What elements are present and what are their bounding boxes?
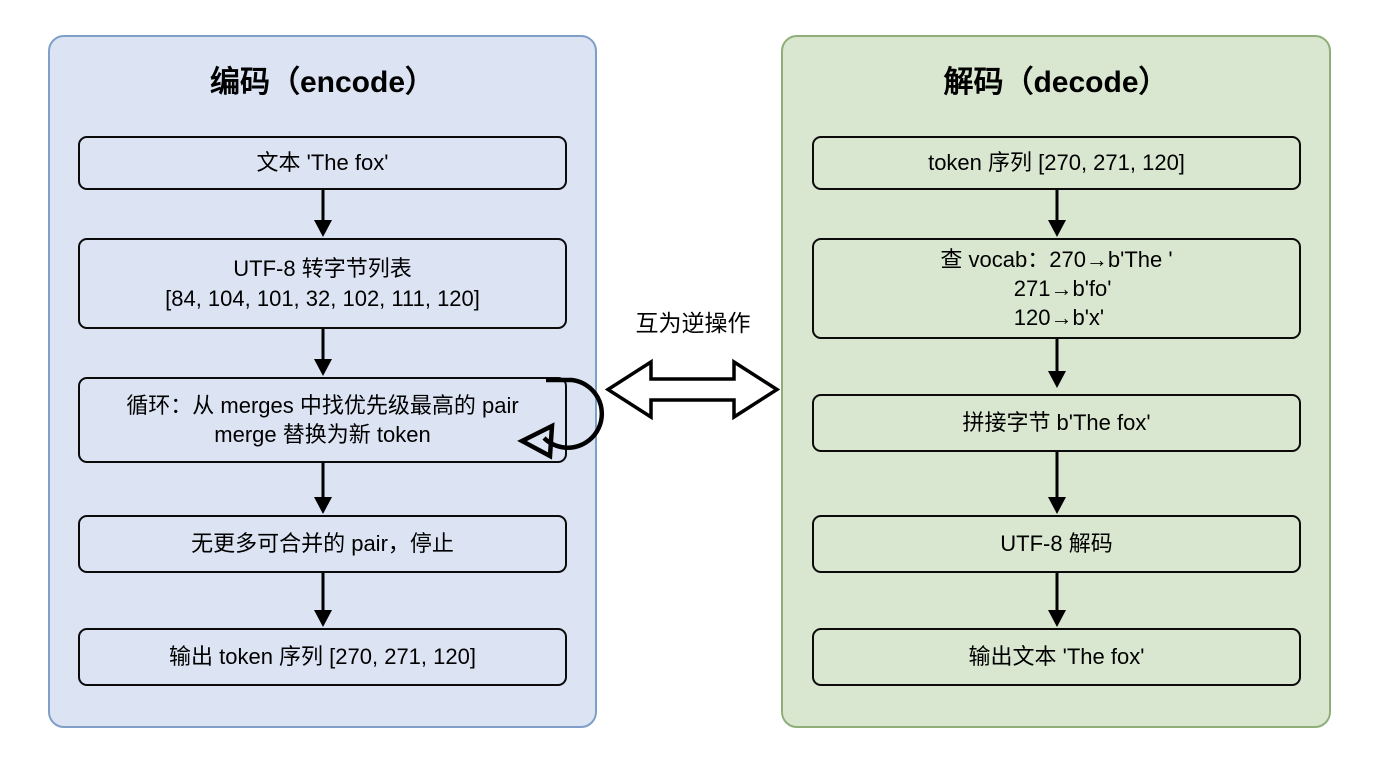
decode-panel-title: 解码（decode） — [943, 66, 1169, 99]
decode-node-utf8-decode: UTF-8 解码 — [812, 515, 1301, 573]
encode-node-output-tokens: 输出 token 序列 [270, 271, 120] — [78, 628, 567, 686]
decode-node-5-label: 输出文本 'The fox' — [968, 644, 1145, 670]
decode-arrow-3 — [1048, 452, 1066, 514]
encode-node-stop: 无更多可合并的 pair，停止 — [78, 515, 567, 573]
encode-arrow-4 — [314, 573, 332, 627]
decode-node-3-label: 拼接字节 b'The fox' — [962, 410, 1151, 436]
encode-arrow-1 — [314, 190, 332, 237]
encode-node-text-input: 文本 'The fox' — [78, 136, 567, 190]
encode-node-3-label: 循环：从 merges 中找优先级最高的 pair merge 替换为新 tok… — [126, 392, 519, 447]
encode-node-merge-loop: 循环：从 merges 中找优先级最高的 pair merge 替换为新 tok… — [78, 377, 567, 463]
middle-label: 互为逆操作 — [635, 310, 751, 336]
decode-node-join-bytes: 拼接字节 b'The fox' — [812, 394, 1301, 452]
decode-arrow-2 — [1048, 339, 1066, 388]
encode-arrow-2 — [314, 329, 332, 376]
decode-node-output-text: 输出文本 'The fox' — [812, 628, 1301, 686]
decode-node-token-sequence: token 序列 [270, 271, 120] — [812, 136, 1301, 190]
encode-node-2-label: UTF-8 转字节列表 [84, 104, 101, 32, 102, 111,… — [165, 256, 480, 311]
decode-arrow-4 — [1048, 573, 1066, 627]
decode-arrow-1 — [1048, 190, 1066, 237]
bidirectional-arrow-icon — [605, 358, 780, 421]
encode-node-4-label: 无更多可合并的 pair，停止 — [191, 531, 454, 557]
encode-arrow-3 — [314, 463, 332, 514]
decode-node-1-label: token 序列 [270, 271, 120] — [928, 150, 1185, 176]
encode-node-1-label: 文本 'The fox' — [256, 150, 389, 176]
decode-node-2-label: 查 vocab：270→b'The ' 271→b'fo' 120→b'x' — [940, 246, 1173, 331]
encode-node-utf8-bytes: UTF-8 转字节列表 [84, 104, 101, 32, 102, 111,… — [78, 238, 567, 329]
encode-node-5-label: 输出 token 序列 [270, 271, 120] — [169, 644, 476, 670]
decode-node-4-label: UTF-8 解码 — [1000, 531, 1113, 557]
encode-panel-title: 编码（encode） — [209, 66, 436, 99]
decode-node-vocab-lookup: 查 vocab：270→b'The ' 271→b'fo' 120→b'x' — [812, 238, 1301, 339]
